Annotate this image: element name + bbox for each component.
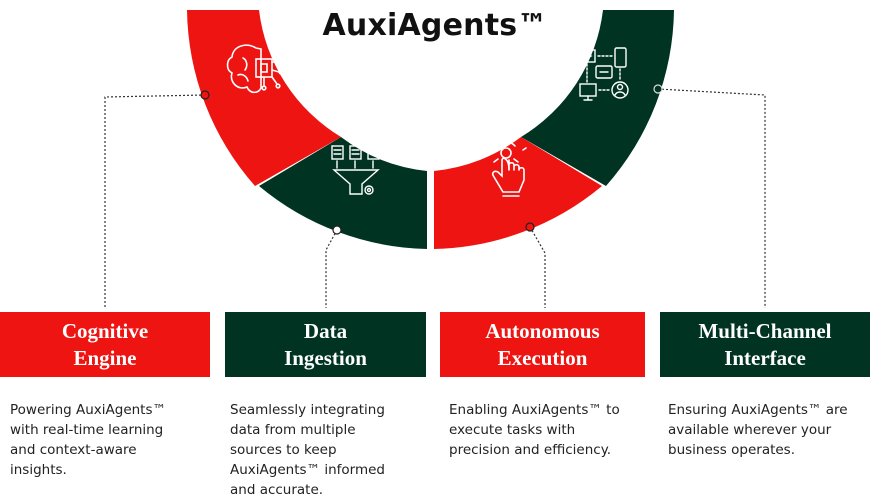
card-title-line1: Cognitive <box>61 318 149 343</box>
description-line: Ensuring AuxiAgents™ are <box>668 402 848 418</box>
description-line: available wherever your <box>668 422 832 438</box>
connector-autonomous <box>529 226 546 308</box>
card-title-multi-channel-interface: Multi-Channel Interface <box>660 312 870 377</box>
segment-cognitive-engine <box>187 10 341 186</box>
connector-dot-multichannel <box>653 84 663 94</box>
card-description-data-ingestion: Seamlessly integrating data from multipl… <box>230 400 430 500</box>
robot-hand-icon <box>485 141 527 197</box>
connector-dot-ingestion <box>332 225 342 235</box>
connector-dot-cognitive <box>200 90 210 100</box>
description-line: Seamlessly integrating <box>230 402 385 418</box>
description-line: and context-aware <box>10 442 137 458</box>
description-line: with real-time learning <box>10 422 164 438</box>
brain-chip-icon <box>226 42 284 94</box>
card-title-data-ingestion: Data Ingestion <box>225 312 426 377</box>
card-title-line1: Multi-Channel <box>698 318 832 343</box>
description-line: sources to keep <box>230 442 337 458</box>
card-title-cognitive-engine: Cognitive Engine <box>0 312 210 377</box>
description-line: precision and efficiency. <box>449 442 612 458</box>
card-title-line1: Autonomous <box>485 318 600 343</box>
page-title: AuxiAgents™ <box>322 8 548 43</box>
connector-dot-autonomous <box>525 222 535 232</box>
card-title-line2: Execution <box>497 345 588 370</box>
connector-ingestion <box>325 229 338 308</box>
card-title-line2: Engine <box>73 345 137 370</box>
segment-multi-channel <box>521 10 674 186</box>
card-title-line2: Ingestion <box>284 345 367 370</box>
description-line: Enabling AuxiAgents™ to <box>449 402 620 418</box>
multichannel-devices-icon <box>579 47 629 101</box>
connector-multichannel <box>657 88 766 308</box>
card-title-autonomous-execution: Autonomous Execution <box>440 312 645 377</box>
card-description-multi-channel-interface: Ensuring AuxiAgents™ are available where… <box>668 400 868 460</box>
segment-data-ingestion <box>259 137 427 249</box>
data-funnel-icon <box>331 145 380 195</box>
card-description-cognitive-engine: Powering AuxiAgents™ with real-time lear… <box>10 400 210 480</box>
card-title-line1: Data <box>303 318 348 343</box>
connector-cognitive <box>104 94 206 308</box>
description-line: AuxiAgents™ informed <box>230 462 385 478</box>
description-line: business operates. <box>668 442 796 458</box>
description-line: insights. <box>10 462 67 478</box>
description-line: and accurate. <box>230 482 324 498</box>
card-description-autonomous-execution: Enabling AuxiAgents™ to execute tasks wi… <box>449 400 654 460</box>
description-line: data from multiple <box>230 422 356 438</box>
segment-autonomous-execution <box>434 137 602 249</box>
card-title-line2: Interface <box>724 345 806 370</box>
description-line: execute tasks with <box>449 422 576 438</box>
description-line: Powering AuxiAgents™ <box>10 402 167 418</box>
